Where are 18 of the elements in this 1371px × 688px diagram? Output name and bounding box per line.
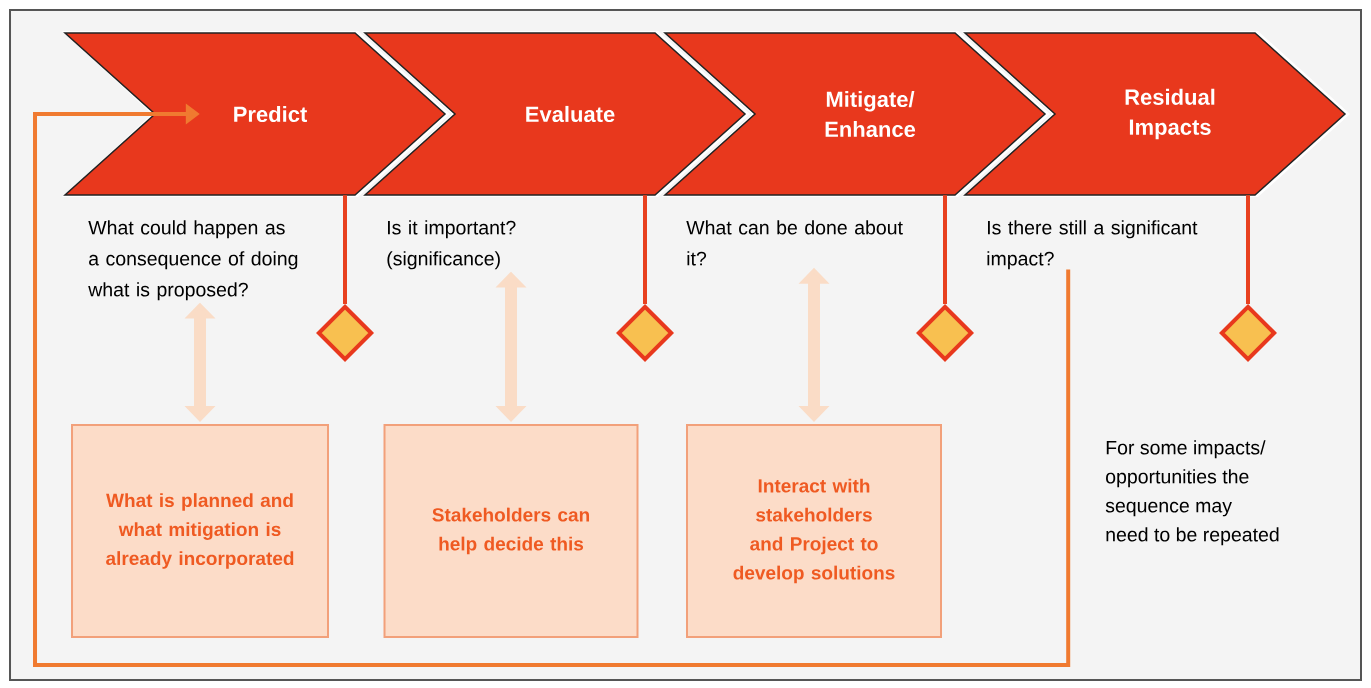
connector-line	[643, 195, 647, 304]
info-box: Interact with stakeholders and Project to develop solutions	[686, 424, 942, 638]
question-text: What can be done about it?	[686, 220, 903, 266]
chevron-step: Residual Impacts	[962, 31, 1350, 197]
info-box: What is planned and what mitigation is already incorporated	[71, 424, 329, 638]
connector-line	[1246, 195, 1250, 304]
question-text: Is it important? (significance)	[387, 220, 516, 270]
connector-line	[943, 195, 947, 304]
milestone-diamond	[916, 304, 974, 362]
milestone-diamond	[316, 304, 374, 362]
milestone-diamond	[616, 304, 674, 362]
question-text: Is there still a significant impact?	[987, 220, 1198, 270]
feedback-arrow	[33, 103, 1071, 667]
info-box: Stakeholders can help decide this	[383, 424, 639, 638]
milestone-diamond	[1219, 304, 1277, 362]
question-text: What could happen as a consequence of doing what is proposed?	[88, 220, 298, 301]
note-text: For some impacts/ opportunities the sequence may need to be repeated	[1105, 440, 1279, 546]
connector-line	[343, 195, 347, 304]
